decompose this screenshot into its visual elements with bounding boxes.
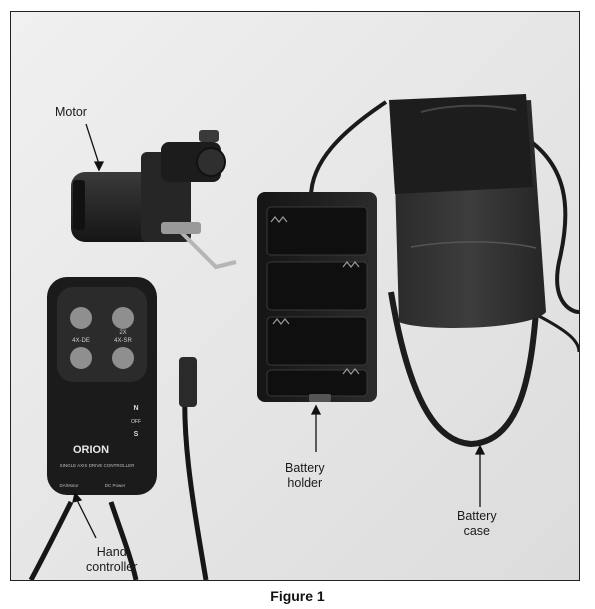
hand-controller-label-line2: controller: [86, 560, 138, 574]
brand-logo-text: ORION: [73, 444, 109, 456]
battery-case-cable: [309, 100, 388, 198]
battery-case: [389, 94, 546, 328]
battery-case-label: Battery case: [457, 509, 497, 539]
battery-case-label-line1: Battery: [457, 509, 497, 523]
figure-caption: Figure 1: [270, 588, 325, 604]
battery-holder-label-line2: holder: [287, 476, 323, 490]
motor: [71, 130, 237, 270]
battery-holder-label: Battery holder: [285, 461, 325, 491]
port-left-label: DA/Motor: [59, 483, 79, 488]
hand-controller: 4X-DE 2X 4X-SR N OFF S ORION SINGLE AXIS…: [47, 277, 157, 495]
port-right-label: DC Power: [105, 483, 126, 488]
switch-n-label: N: [133, 405, 138, 412]
battery-holder: [257, 192, 377, 402]
speed-left-label: 4X-DE: [72, 338, 90, 344]
battery-case-label-line2: case: [463, 524, 490, 538]
motor-label: Motor: [55, 105, 87, 119]
battery-case-strap: [388, 291, 539, 448]
product-photo: 4X-DE 2X 4X-SR N OFF S ORION SINGLE AXIS…: [10, 11, 580, 581]
switch-off-label: OFF: [131, 419, 141, 425]
speed-right-top-label: 2X: [119, 330, 126, 336]
battery-holder-label-line1: Battery: [285, 461, 325, 475]
hand-controller-label-line1: Hand: [96, 545, 127, 559]
switch-s-label: S: [134, 431, 139, 438]
connector-plug: [179, 357, 197, 407]
hand-controller-label: Hand controller: [86, 545, 137, 575]
speed-right-bottom-label: 4X-SR: [114, 338, 132, 344]
model-text: SINGLE AXIS DRIVE CONTROLLER: [60, 463, 136, 468]
